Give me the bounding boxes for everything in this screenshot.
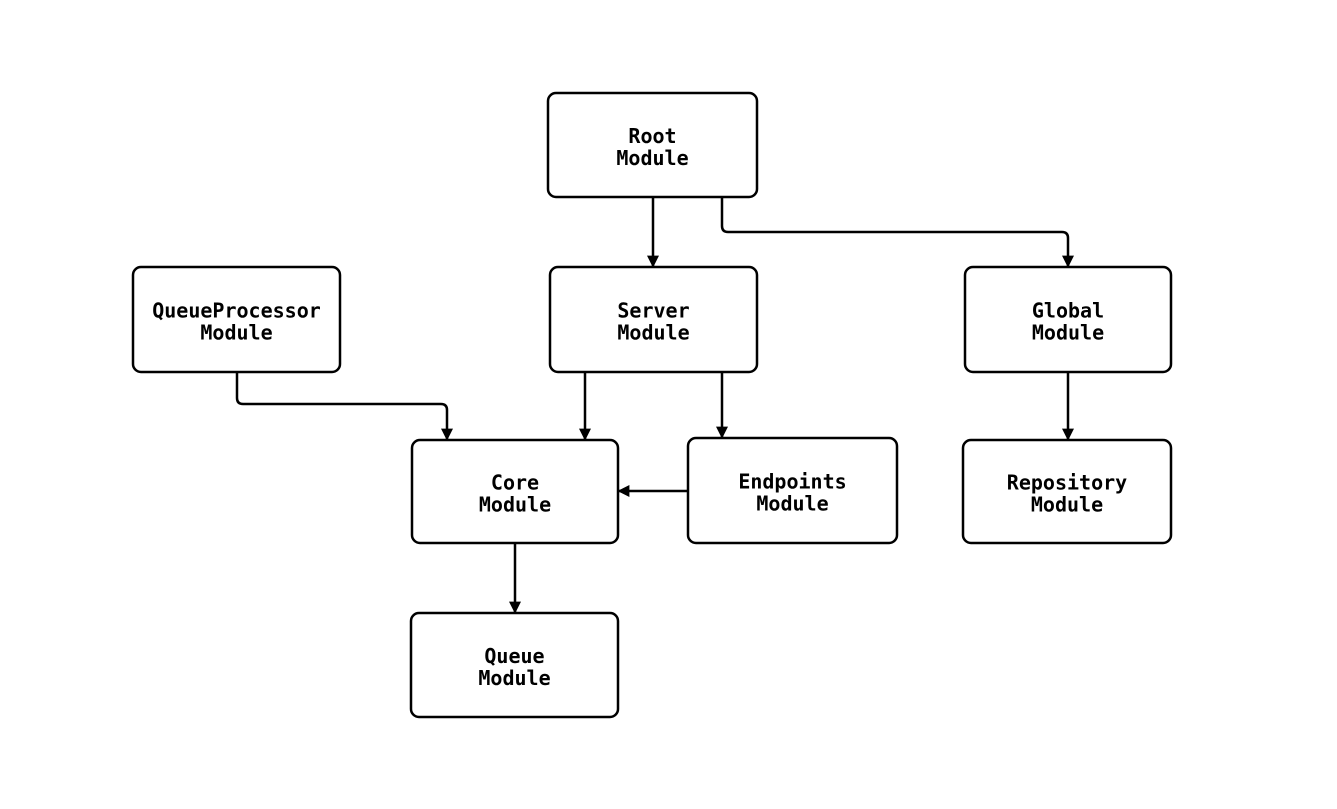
node-queueprocessor-box: [131, 265, 342, 374]
node-queue-box: [409, 611, 620, 719]
edges-layer: [235, 197, 1074, 614]
edge-root-global: [720, 197, 1074, 268]
edge-queueprocessor-core: [235, 372, 453, 441]
node-endpoints-box: [686, 436, 899, 545]
node-global-box: [963, 265, 1173, 374]
node-repository-box: [961, 438, 1173, 545]
node-core-box: [410, 438, 620, 545]
node-server-box: [548, 265, 759, 374]
node-root-box: [546, 91, 759, 199]
